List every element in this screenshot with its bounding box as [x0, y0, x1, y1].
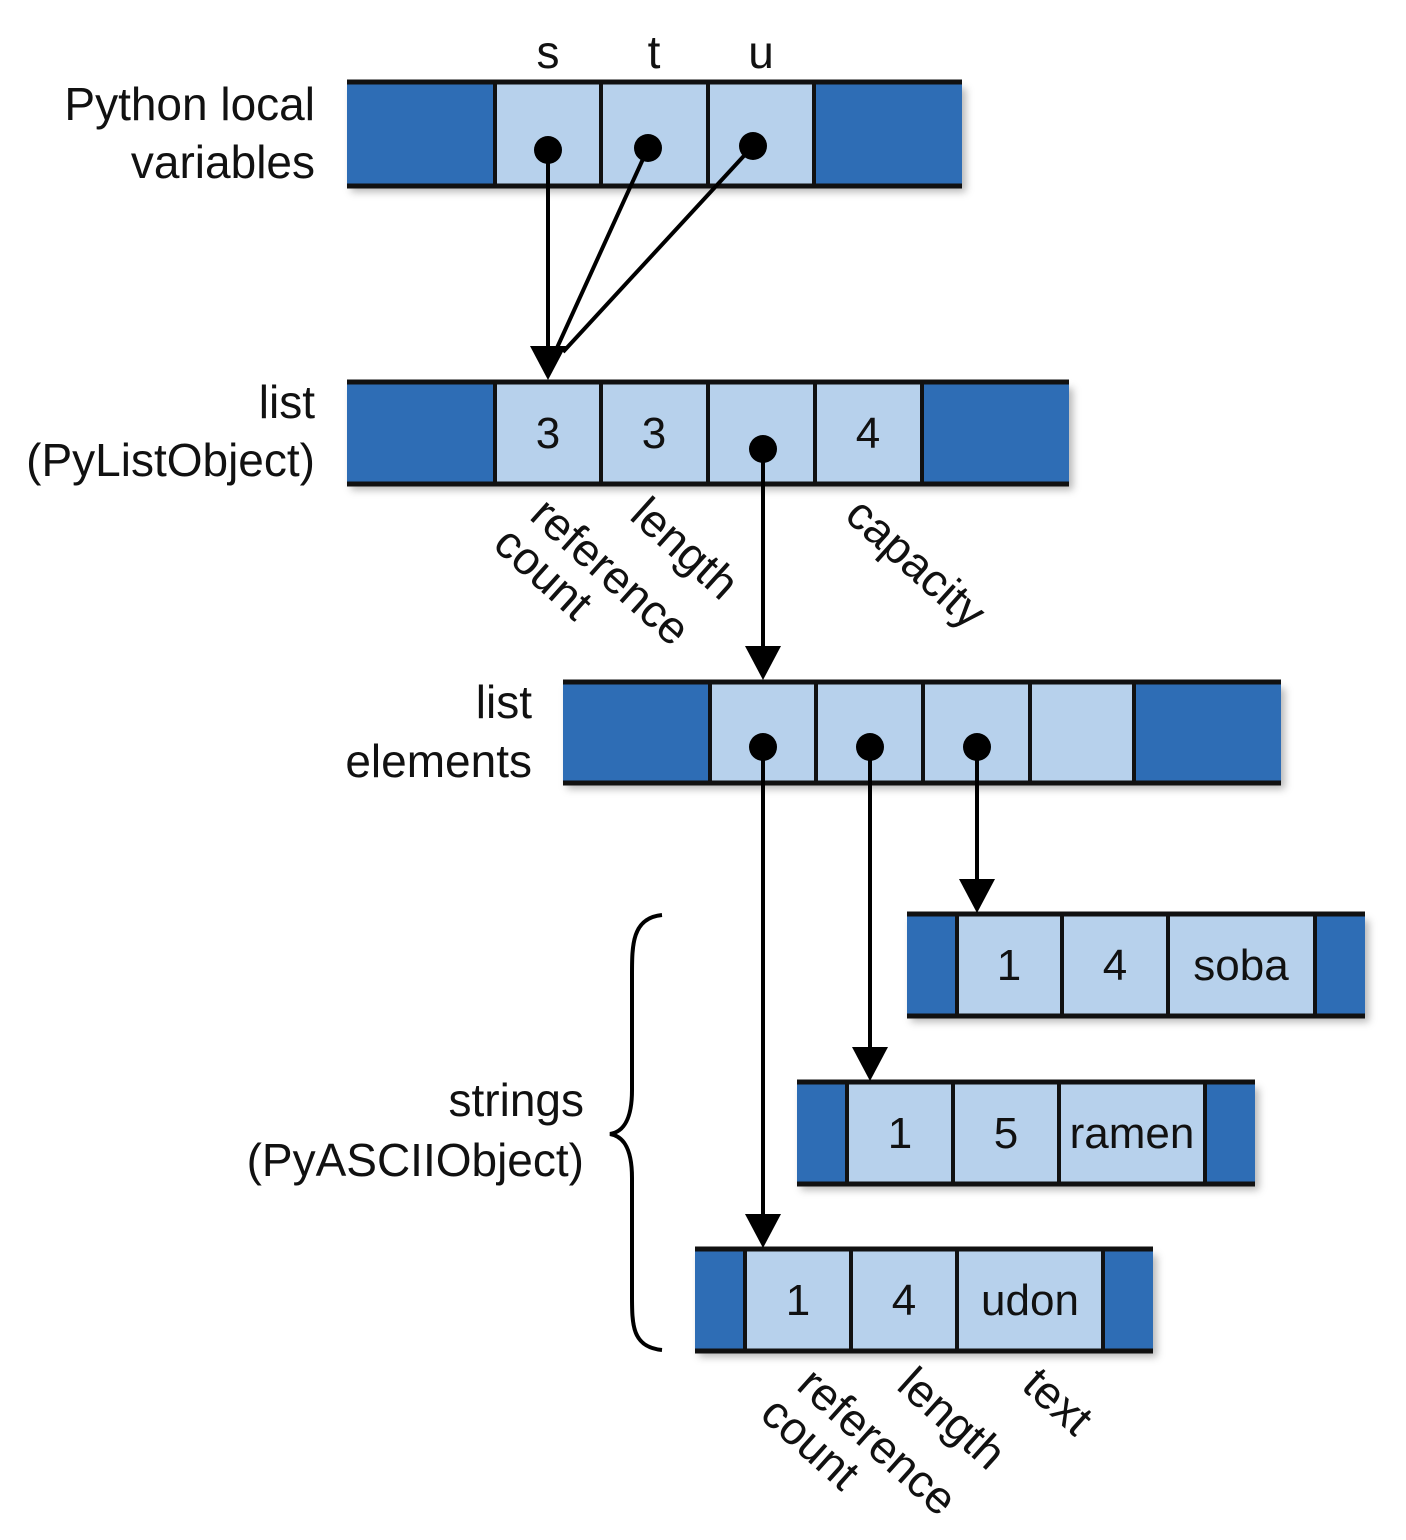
- locals-label-line2: variables: [131, 136, 315, 188]
- udon-text-cell: [957, 1249, 1103, 1351]
- ramen-left-pad: [797, 1082, 847, 1184]
- pointer-arrows: [530, 144, 995, 1248]
- arrow-u-to-list: [561, 144, 755, 354]
- soba-refcount-cell: [957, 914, 1062, 1016]
- list-object-left-pad: [347, 382, 495, 484]
- arrowhead-soba: [959, 879, 995, 913]
- udon-left-pad: [695, 1249, 745, 1351]
- locals-struct: [347, 82, 962, 186]
- element-slot-3: [1030, 682, 1134, 783]
- soba-text-value: soba: [1193, 941, 1289, 990]
- soba-right-pad: [1315, 914, 1365, 1016]
- udon-text-value: udon: [981, 1276, 1079, 1325]
- var-name-u: u: [748, 26, 774, 78]
- list-elements-struct: [563, 682, 1281, 783]
- elements-left-pad: [563, 682, 710, 783]
- pointer-dot-list-items: [749, 435, 777, 463]
- list-object-lines: [347, 379, 1069, 487]
- string-udon-struct: [695, 1249, 1153, 1351]
- udon-length-cell: [851, 1249, 957, 1351]
- arrowhead-ramen: [852, 1047, 888, 1081]
- list-refcount-value: 3: [536, 409, 560, 458]
- locals-struct-right-pad: [814, 82, 962, 186]
- udon-refcount-value: 1: [786, 1276, 810, 1325]
- udon-right-pad: [1103, 1249, 1153, 1351]
- udon-length-value: 4: [892, 1276, 916, 1325]
- ramen-refcount-value: 1: [888, 1109, 912, 1158]
- arrow-t-to-list: [554, 147, 650, 351]
- list-length-value: 3: [642, 409, 666, 458]
- list-elements-label-line1: list: [476, 676, 532, 728]
- arrowhead-udon: [745, 1214, 781, 1248]
- ramen-text-value: ramen: [1070, 1109, 1195, 1158]
- list-refcount-cell: [495, 382, 601, 484]
- pointer-dot-element-2: [963, 733, 991, 761]
- list-ann-capacity: capacity: [836, 487, 996, 639]
- ramen-text-cell: [1059, 1082, 1205, 1184]
- locals-label-line1: Python local: [64, 78, 315, 130]
- elements-right-pad: [1134, 682, 1281, 783]
- pointer-dot-element-1: [856, 733, 884, 761]
- list-object-label-line2: (PyListObject): [26, 434, 315, 486]
- list-elements-label-line2: elements: [345, 735, 532, 787]
- pointer-dots: [534, 132, 991, 761]
- ramen-refcount-cell: [847, 1082, 953, 1184]
- strings-label-line1: strings: [449, 1074, 584, 1126]
- pointer-dot-u: [739, 132, 767, 160]
- list-object-right-pad: [922, 382, 1069, 484]
- udon-refcount-cell: [745, 1249, 851, 1351]
- pointer-dot-s: [534, 136, 562, 164]
- ramen-length-value: 5: [994, 1109, 1018, 1158]
- list-object-label-line1: list: [259, 376, 315, 428]
- list-length-cell: [601, 382, 708, 484]
- var-name-t: t: [648, 26, 661, 78]
- strings-brace: [609, 913, 663, 1352]
- ramen-length-cell: [953, 1082, 1059, 1184]
- pointer-dot-element-0: [749, 733, 777, 761]
- udon-text-annotation: text: [1013, 1357, 1103, 1445]
- locals-struct-left-pad: [347, 82, 495, 186]
- locals-cell-u: [708, 82, 814, 186]
- pointer-dot-t: [634, 134, 662, 162]
- string-ramen-struct: [797, 1082, 1255, 1184]
- string-udon-lines: [695, 1246, 1153, 1354]
- string-ramen-lines: [797, 1079, 1255, 1187]
- soba-left-pad: [907, 914, 957, 1016]
- soba-text-cell: [1168, 914, 1315, 1016]
- arrowhead-list: [530, 346, 566, 380]
- var-name-s: s: [537, 26, 560, 78]
- string-soba-struct: [907, 914, 1365, 1016]
- arrowhead-elements: [745, 646, 781, 680]
- soba-length-cell: [1062, 914, 1168, 1016]
- list-capacity-value: 4: [856, 409, 880, 458]
- ramen-right-pad: [1205, 1082, 1255, 1184]
- list-capacity-annotation: capacity: [836, 487, 996, 639]
- soba-length-value: 4: [1103, 941, 1127, 990]
- strings-label-line2: (PyASCIIObject): [247, 1134, 584, 1186]
- soba-refcount-value: 1: [997, 941, 1021, 990]
- string-ann-text: text: [1013, 1357, 1103, 1445]
- list-elements-lines: [563, 679, 1281, 786]
- locals-struct-lines: [347, 79, 962, 189]
- list-capacity-cell: [815, 382, 922, 484]
- list-object-struct: [347, 382, 1069, 484]
- string-soba-lines: [907, 911, 1365, 1019]
- locals-cell-t: [601, 82, 708, 186]
